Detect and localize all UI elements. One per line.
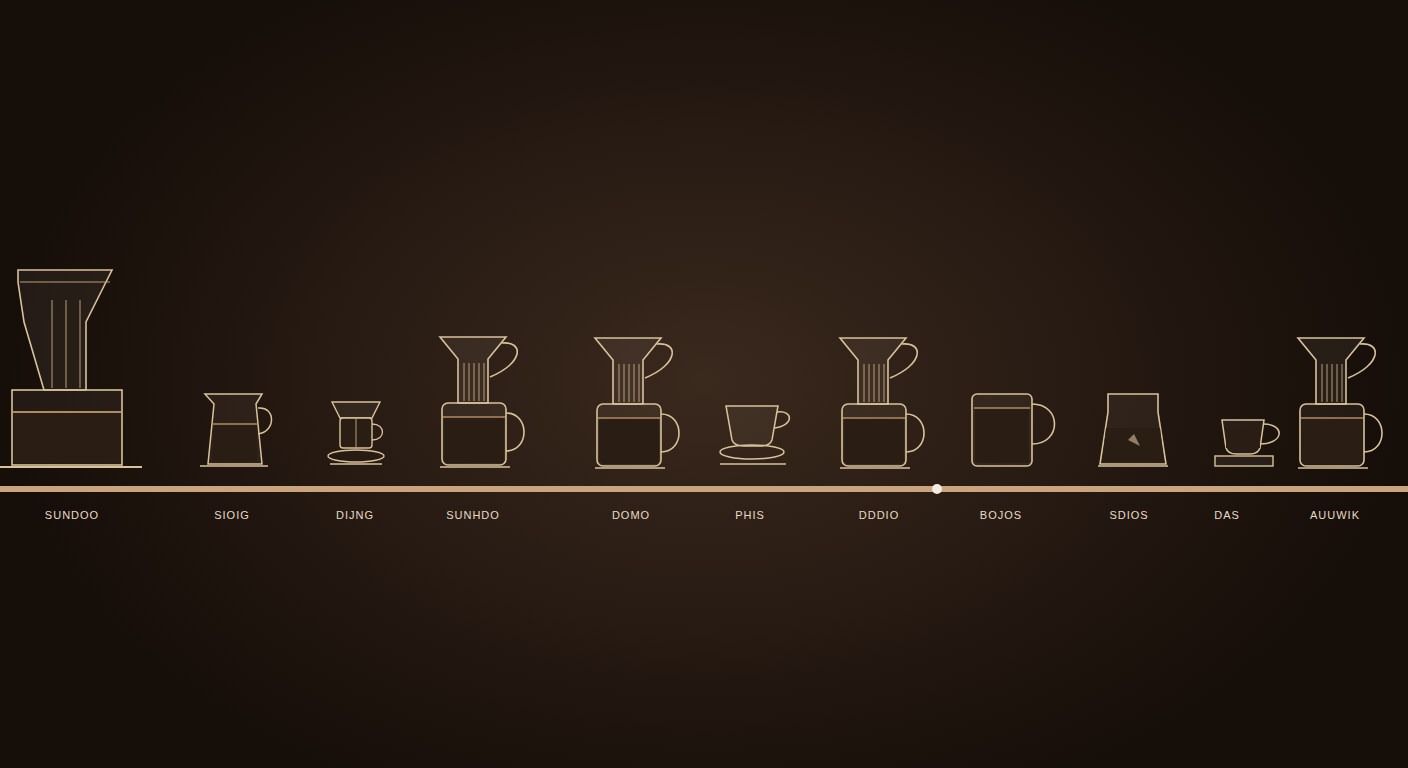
espresso-cup — [1215, 420, 1279, 466]
timeline-label: BOJOS — [980, 508, 1022, 522]
timeline-label: SUNHDO — [446, 508, 500, 522]
timeline-label: DOMO — [612, 508, 650, 522]
chemex-brewer — [0, 270, 142, 467]
timeline-label: AUUWIK — [1310, 508, 1360, 522]
timeline-label: DDDIO — [859, 508, 899, 522]
timeline-marker — [932, 484, 942, 494]
timeline-label: SUNDOO — [45, 508, 99, 522]
timeline-label: DAS — [1214, 508, 1240, 522]
timeline-label: SIOIG — [214, 508, 250, 522]
small-pitcher — [200, 394, 272, 466]
coffee-mug — [972, 394, 1055, 466]
timeline-label: SDIOS — [1109, 508, 1148, 522]
timeline-label: PHIS — [735, 508, 765, 522]
siphon-brewer — [328, 402, 384, 464]
glass-carafe — [1098, 394, 1168, 466]
timeline-label: DIJNG — [336, 508, 374, 522]
cup-on-saucer — [720, 406, 789, 464]
timeline-bar — [0, 486, 1408, 492]
